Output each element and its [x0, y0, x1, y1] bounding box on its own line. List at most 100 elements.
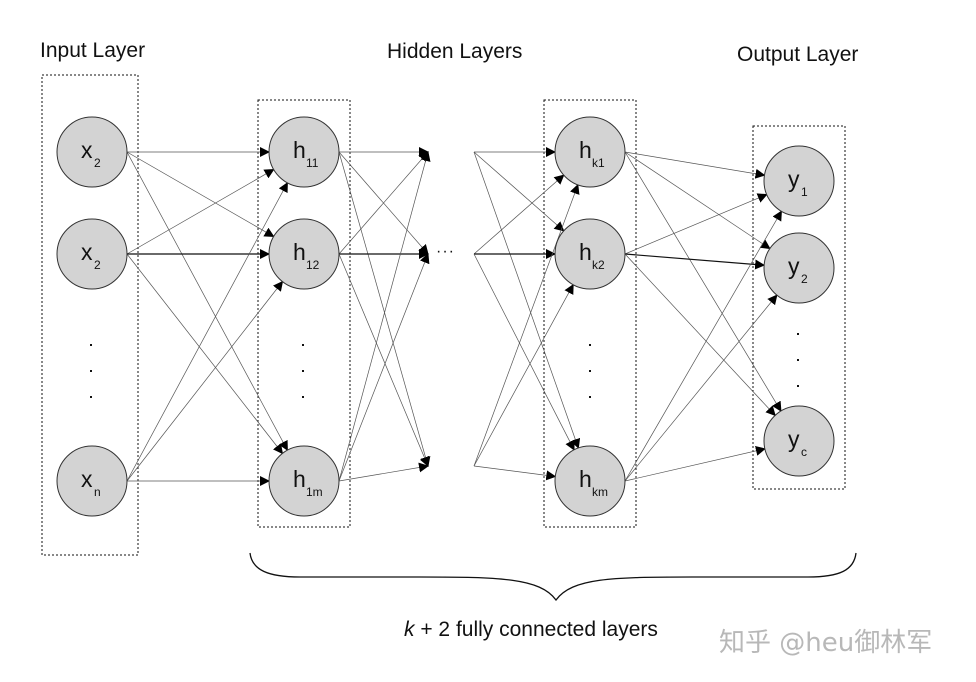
caption-text: + 2 fully connected layers — [415, 618, 658, 641]
vertical-ellipses — [90, 333, 799, 398]
node-subscript: 12 — [306, 258, 320, 272]
node-circle — [56, 116, 128, 188]
mid-hiddenk-edge — [473, 174, 565, 255]
node-label: h — [579, 466, 592, 492]
input-layer-box — [41, 74, 139, 556]
hidden1-mid-edge — [338, 462, 429, 482]
node-label: x — [81, 466, 93, 492]
node-circle — [56, 218, 128, 290]
hiddenk-output-edge — [624, 151, 766, 179]
hidden1-mid-edge — [338, 253, 430, 482]
node-subscript: 2 — [94, 156, 101, 170]
node-subscript: 11 — [306, 156, 319, 170]
mid-hiddenk-edge — [473, 151, 565, 232]
hiddenk-output-edge — [624, 253, 766, 270]
node-subscript: k2 — [592, 258, 605, 272]
node-subscript: 1 — [801, 185, 808, 199]
mid-hiddenk-edge — [473, 183, 580, 467]
ellipsis-dot — [302, 396, 304, 398]
output-layer-box — [752, 125, 846, 490]
hiddenk-output-edge — [624, 193, 768, 255]
ellipsis-dot — [797, 359, 799, 361]
node-label: y — [788, 166, 800, 192]
connections — [126, 147, 782, 486]
caption-k: k — [404, 618, 416, 641]
node-circle — [554, 218, 626, 290]
node-circle — [554, 116, 626, 188]
output-layer-title: Output Layer — [737, 43, 858, 66]
ellipsis-dot — [589, 396, 591, 398]
node-circle — [763, 405, 835, 477]
layers-brace — [249, 552, 857, 602]
input-hidden1-edge — [126, 151, 288, 452]
hidden1-mid-edge — [338, 151, 429, 255]
node-circle — [268, 116, 340, 188]
node-circle — [763, 145, 835, 217]
node-circle — [554, 445, 626, 517]
node-label: y — [788, 426, 800, 452]
ellipsis-dot — [90, 344, 92, 346]
watermark: 知乎 @heu御林军 — [719, 628, 932, 658]
input-hidden1-edge — [126, 181, 288, 482]
ellipsis-dot — [797, 333, 799, 335]
caption: k + 2 fully connected layers — [404, 618, 658, 641]
hiddenk-output-edge — [624, 151, 782, 412]
node-subscript: c — [801, 445, 807, 459]
hiddenk-output-edge — [624, 151, 771, 250]
hidden1-mid-edge — [338, 151, 431, 467]
node-subscript: n — [94, 485, 101, 499]
ellipsis-dot — [90, 396, 92, 398]
input-layer-title: Input Layer — [40, 39, 145, 62]
mid-hiddenk-edge — [473, 283, 574, 467]
input-hidden1-edge — [126, 280, 284, 482]
hiddenk-output-edge — [624, 210, 782, 482]
node-subscript: km — [592, 485, 608, 499]
node-subscript: 2 — [94, 258, 101, 272]
node-subscript: 2 — [801, 272, 808, 286]
ellipsis-dot — [302, 370, 304, 372]
hidden-layers-ellipsis: ··· — [436, 243, 455, 260]
input-hidden1-edge — [126, 168, 275, 255]
hiddenk-output-edge — [624, 253, 776, 417]
input-hidden1-edge — [126, 151, 275, 238]
node-label: h — [579, 239, 592, 265]
node-label: h — [293, 239, 306, 265]
node-label: x — [81, 239, 93, 265]
input-hidden1-edge — [126, 253, 284, 455]
ellipsis-dot — [589, 370, 591, 372]
node-subscript: 1m — [306, 485, 323, 499]
node-circle — [268, 218, 340, 290]
node-label: y — [788, 253, 800, 279]
ellipsis-dot — [589, 344, 591, 346]
hidden-layer-k-box — [543, 99, 637, 528]
node-circle — [56, 445, 128, 517]
node-label: h — [293, 466, 306, 492]
hiddenk-output-edge — [624, 445, 766, 482]
mid-hiddenk-edge — [473, 151, 581, 449]
node-subscript: k1 — [592, 156, 605, 170]
hidden1-mid-edge — [338, 151, 431, 482]
node-label: h — [579, 137, 592, 163]
ellipsis-dot — [302, 344, 304, 346]
ellipsis-dot — [90, 370, 92, 372]
node-label: h — [293, 137, 306, 163]
ellipsis-dot — [797, 385, 799, 387]
hidden-layers-title: Hidden Layers — [387, 40, 522, 63]
node-circle — [763, 232, 835, 304]
mid-hiddenk-edge — [473, 465, 557, 481]
hiddenk-output-edge — [624, 294, 778, 482]
mid-hiddenk-edge — [473, 253, 575, 451]
